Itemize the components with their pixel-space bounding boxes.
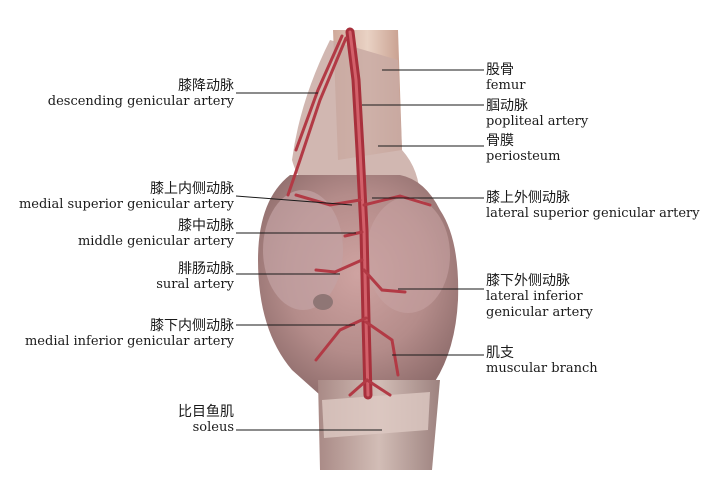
label-en: periosteum: [486, 149, 561, 164]
label-femur: 股骨 femur: [486, 62, 525, 94]
label-en: descending genicular artery: [47, 94, 234, 109]
label-en: femur: [486, 78, 526, 93]
medial-condyle: [263, 190, 343, 310]
label-zh: 膝上内侧动脉: [150, 181, 234, 197]
label-zh: 腘动脉: [486, 98, 528, 114]
label-zh: 骨膜: [486, 133, 514, 149]
label-en: soleus: [192, 420, 234, 435]
label-descending-genicular-artery: 膝降动脉 descending genicular artery: [0, 78, 234, 110]
popliteal-artery: [345, 27, 373, 400]
label-middle-genicular-artery: 膝中动脉 middle genicular artery: [0, 218, 234, 250]
label-medial-inferior-genicular-artery: 膝下内侧动脉 medial inferior genicular artery: [0, 318, 234, 350]
label-en: medial superior genicular artery: [18, 197, 234, 212]
label-zh: 比目鱼肌: [178, 404, 234, 420]
label-zh: 膝下内侧动脉: [150, 318, 234, 334]
label-zh: 膝上外侧动脉: [486, 190, 570, 206]
leader-lines: [235, 69, 484, 431]
label-en: popliteal artery: [486, 114, 589, 129]
label-sural-artery: 腓肠动脉 sural artery: [0, 261, 234, 293]
label-en: muscular branch: [486, 361, 598, 376]
label-en: lateral superior genicular artery: [486, 206, 700, 221]
label-en: sural artery: [156, 277, 234, 292]
lateral-condyle: [366, 197, 450, 313]
label-zh: 腓肠动脉: [178, 261, 234, 277]
genicular-branches: [286, 34, 432, 397]
label-medial-superior-genicular-artery: 膝上内侧动脉 medial superior genicular artery: [0, 181, 234, 213]
label-soleus: 比目鱼肌 soleus: [0, 404, 234, 436]
label-zh: 膝降动脉: [178, 78, 234, 94]
label-en-line2: genicular artery: [486, 305, 593, 320]
tendon-knot: [313, 294, 333, 310]
label-en: lateral inferior: [486, 289, 583, 304]
label-muscular-branch: 肌支 muscular branch: [486, 345, 598, 377]
label-lateral-superior-genicular-artery: 膝上外侧动脉 lateral superior genicular artery: [486, 190, 700, 222]
label-zh: 股骨: [486, 62, 514, 78]
label-zh: 膝下外侧动脉: [486, 273, 570, 289]
label-zh: 膝中动脉: [178, 218, 234, 234]
label-popliteal-artery: 腘动脉 popliteal artery: [486, 98, 588, 130]
label-zh: 肌支: [486, 345, 514, 361]
label-en: medial inferior genicular artery: [24, 334, 234, 349]
label-en: middle genicular artery: [77, 234, 234, 249]
label-lateral-inferior-genicular-artery: 膝下外侧动脉 lateral inferior genicular artery: [486, 273, 593, 321]
label-periosteum: 骨膜 periosteum: [486, 133, 561, 165]
